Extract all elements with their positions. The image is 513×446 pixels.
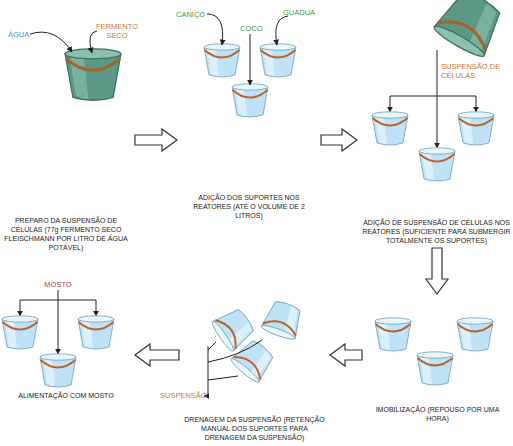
- flow-line: [96, 300, 97, 316]
- flow-arrow: [135, 129, 177, 151]
- flow-line: [390, 96, 391, 112]
- bucket: [204, 44, 240, 77]
- pointer-arrow: [207, 14, 223, 45]
- pointer-arrow: [250, 34, 251, 85]
- bucket: [457, 318, 493, 351]
- flow-line: [476, 96, 477, 112]
- flow-line: [437, 96, 438, 148]
- drain-line: [204, 346, 208, 396]
- tilted-bucket: [260, 298, 305, 342]
- process-step: ADIÇÃO DOS SUPORTES NOS REATORES (ATÉ O …: [180, 10, 318, 220]
- step-caption: IMOBILIZAÇÃO (REPOUSO POR UMA HORA): [365, 405, 510, 423]
- flow-arrow: [135, 344, 179, 366]
- bucket: [2, 316, 38, 349]
- process-step: IMOBILIZAÇÃO (REPOUSO POR UMA HORA): [365, 297, 510, 423]
- green-bucket: [432, 0, 508, 60]
- step-caption: PREPARO DA SUSPENSÃO DE CÉLULAS (77g FER…: [0, 216, 132, 252]
- step-caption: ADIÇÃO DE SUSPENSÃO DE CÉLULAS NOS REATO…: [360, 218, 513, 245]
- step-caption: DRENAGEM DA SUSPENSÃO (RETENÇÃO MANUAL D…: [182, 415, 327, 442]
- flow-line: [20, 300, 21, 316]
- green-bucket: [65, 49, 121, 100]
- drain-line: [208, 340, 262, 362]
- pointer-arrow: [30, 32, 72, 52]
- component-label: MOSTO: [44, 280, 72, 289]
- pointer-arrow: [90, 31, 97, 53]
- component-label: GUADUA: [283, 8, 319, 17]
- drain-line: [208, 376, 238, 380]
- component-label: CANIÇO: [176, 10, 210, 19]
- step-caption: ADIÇÃO DOS SUPORTES NOS REATORES (ATÉ O …: [180, 193, 318, 220]
- flow-line: [58, 290, 59, 300]
- bucket: [78, 316, 114, 349]
- component-label: COCO: [240, 24, 262, 33]
- process-step: DRENAGEM DA SUSPENSÃO (RETENÇÃO MANUAL D…: [182, 300, 327, 442]
- flow-arrow: [330, 344, 362, 366]
- flow-line: [58, 300, 59, 354]
- bucket: [40, 354, 76, 387]
- bucket: [232, 84, 268, 117]
- flow-arrow: [426, 248, 448, 294]
- process-step: ADIÇÃO DE SUSPENSÃO DE CÉLULAS NOS REATO…: [360, 0, 513, 245]
- bucket: [458, 112, 494, 145]
- component-label: ÁGUA: [8, 30, 38, 39]
- tilted-bucket: [229, 336, 278, 385]
- bucket: [260, 44, 296, 77]
- drain-line: [208, 342, 216, 350]
- flow-line: [390, 96, 476, 97]
- component-label: FERMENTO SECO: [96, 22, 138, 40]
- process-step: ALIMENTAÇÃO COM MOSTO: [0, 285, 132, 400]
- bucket: [375, 318, 411, 351]
- component-label: SUSPENSÃO: [160, 391, 204, 400]
- flow-line: [437, 50, 438, 96]
- component-label: SUSPENSÃO DE CÉLULAS: [441, 62, 503, 80]
- step-caption: ALIMENTAÇÃO COM MOSTO: [18, 391, 113, 400]
- bucket: [417, 352, 453, 385]
- process-step: PREPARO DA SUSPENSÃO DE CÉLULAS (77g FER…: [0, 20, 132, 252]
- bucket: [372, 112, 408, 145]
- bucket: [419, 148, 455, 181]
- pointer-arrow: [276, 16, 288, 45]
- flow-arrow: [321, 129, 357, 151]
